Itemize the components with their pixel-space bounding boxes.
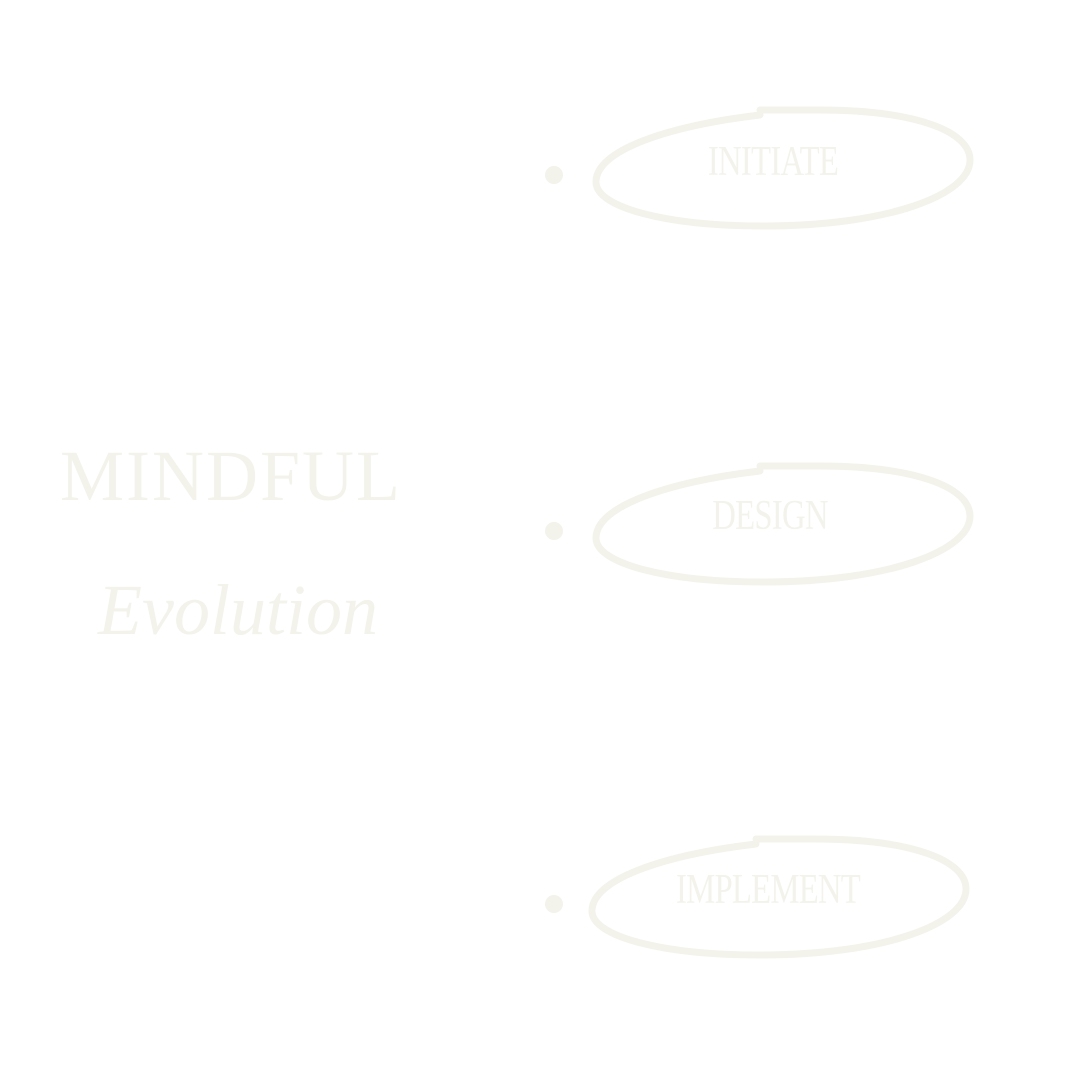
step-2-oval-stroke (592, 462, 974, 586)
step-1-label: INITIATE (707, 139, 839, 185)
step-1-oval (592, 106, 974, 230)
step-3-oval-stroke (588, 835, 970, 959)
title-sub: Evolution (98, 570, 378, 650)
step-1-oval-stroke (592, 106, 974, 230)
step-2-label: DESIGN (712, 493, 828, 539)
step-2-oval (592, 462, 974, 586)
step-3-oval (588, 835, 970, 959)
step-3-label: IMPLEMENT (675, 867, 861, 913)
title-main: MINDFUL (60, 436, 403, 516)
step-2-dot (545, 522, 563, 540)
step-3-dot (545, 895, 563, 913)
step-1-dot (545, 166, 563, 184)
